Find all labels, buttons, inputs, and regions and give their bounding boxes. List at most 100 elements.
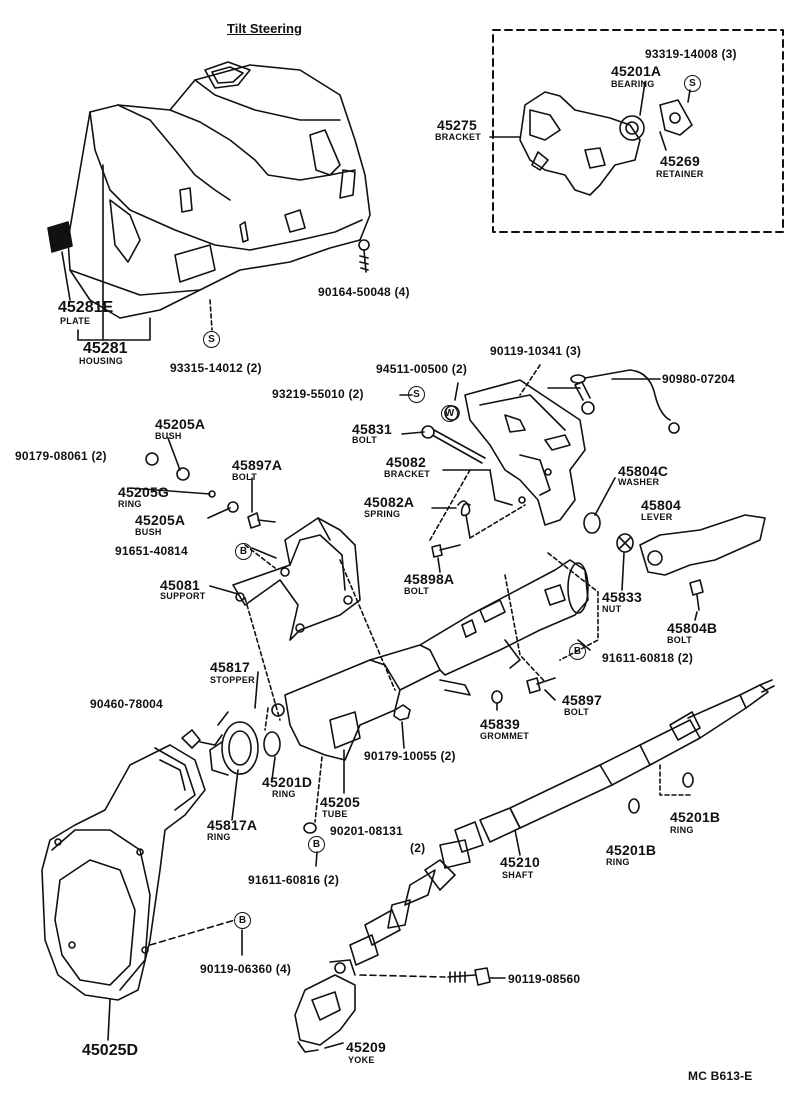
part-45201B: 45201B (670, 809, 721, 825)
part-91611-60818: 91611-60818 (2) (602, 651, 694, 665)
part-45201B-2-name: RING (606, 857, 630, 867)
part-45201A-name: BEARING (611, 79, 655, 89)
part-45804C: 45804C (618, 463, 669, 479)
part-94511-00500: 94511-00500 (2) (376, 362, 468, 376)
bush-45205A-drawing (176, 467, 190, 481)
part-90119-08560: 90119-08560 (508, 972, 581, 986)
part-45898A-name: BOLT (404, 586, 430, 596)
part-45205G-name: RING (118, 499, 142, 509)
part-45082A-name: SPRING (364, 509, 401, 519)
symbol-b-91651: B (235, 543, 252, 560)
leader-45831 (401, 431, 425, 435)
part-45201D-name: RING (272, 789, 296, 799)
nut-45833-drawing (616, 533, 634, 553)
part-45081-name: SUPPORT (160, 591, 206, 601)
screw-90119-10341-drawing (574, 381, 595, 415)
clip-90460-drawing (181, 729, 223, 749)
leader-45817 (254, 671, 259, 709)
symbol-s-inset: S (684, 75, 701, 92)
part-45275: 45275 (437, 117, 477, 133)
part-45209: 45209 (346, 1039, 386, 1055)
leader-91611-60818 (577, 639, 591, 651)
leader-45833 (621, 552, 625, 591)
leader-housing-2 (77, 329, 104, 341)
leader-45804C (594, 477, 616, 516)
bolt-45897A-drawing (247, 512, 276, 529)
leader-45210 (514, 829, 521, 856)
part-45210-name: SHAFT (502, 870, 534, 880)
dash-spring (469, 504, 526, 539)
dash-wire (519, 364, 541, 396)
part-45205A-2-name: BUSH (135, 527, 162, 537)
dash-support-4 (429, 469, 471, 541)
part-45804B: 45804B (667, 620, 718, 636)
diagram-code: MC B613-E (688, 1069, 753, 1083)
column-tube-drawing (271, 559, 589, 761)
bolt-45831-drawing (421, 425, 486, 464)
leader-91611-60816 (315, 851, 318, 867)
part-45897: 45897 (562, 692, 602, 708)
symbol-b-91611-60816: B (308, 836, 325, 853)
ring-45201D-drawing (263, 731, 281, 757)
part-45269: 45269 (660, 153, 700, 169)
leader-90179-10055 (401, 721, 405, 749)
bush-45205A2-drawing (227, 501, 239, 513)
nut-90179-10055-drawing (393, 704, 411, 721)
part-45082A: 45082A (364, 494, 415, 510)
inset-box (492, 29, 784, 233)
part-45210: 45210 (500, 854, 540, 870)
part-45833: 45833 (602, 589, 642, 605)
leader-45269 (659, 131, 667, 151)
part-45281: 45281 (83, 340, 128, 357)
part-45209-name: YOKE (348, 1055, 375, 1065)
leader-plate (61, 251, 71, 301)
leader-45898A (437, 557, 441, 573)
leader-45205G (129, 487, 211, 495)
leader-45201D (271, 756, 276, 781)
lever-45804-drawing (639, 514, 766, 576)
dash-ring-45201D (264, 707, 269, 731)
part-45817A-name: RING (207, 832, 231, 842)
dash-yoke-bolt (359, 974, 446, 978)
leader-45209 (324, 1042, 344, 1049)
part-91651-40814: 91651-40814 (115, 544, 188, 558)
part-90980-07204: 90980-07204 (662, 372, 735, 386)
part-45082: 45082 (386, 454, 426, 470)
bolt-90119-08560-drawing (447, 967, 491, 986)
bracket-assembly-drawing (519, 91, 693, 196)
shaft-45210-drawing (349, 679, 775, 966)
diagram-title: Tilt Steering (227, 21, 302, 36)
washer-45804C-drawing (583, 512, 601, 534)
part-90201-08131: 90201-08131 (330, 824, 403, 838)
dash-rings-45201B (659, 764, 691, 796)
part-45831-name: BOLT (352, 435, 378, 445)
part-45201D: 45201D (262, 774, 313, 790)
part-45831: 45831 (352, 421, 392, 437)
part-45205-name: TUBE (322, 809, 348, 819)
part-90164-50048: 90164-50048 (4) (318, 285, 410, 299)
part-45205A-name: BUSH (155, 431, 182, 441)
part-45804B-name: BOLT (667, 635, 693, 645)
part-90179-08061: 90179-08061 (2) (15, 449, 107, 463)
part-45082-name: BRACKET (384, 469, 431, 479)
leader-45205A2 (207, 507, 231, 519)
symbol-w: W (441, 405, 458, 422)
part-93315-14012: 93315-14012 (2) (170, 361, 262, 375)
part-90201-08131-qty: (2) (410, 841, 426, 855)
part-45817A: 45817A (207, 817, 258, 833)
leader-s-inset (687, 89, 691, 103)
leader-45081 (209, 585, 239, 595)
part-90179-10055: 90179-10055 (2) (364, 749, 456, 763)
screw-90164-drawing (358, 239, 370, 273)
nut-90179-08061-drawing (145, 452, 159, 466)
part-45898A: 45898A (404, 571, 455, 587)
part-45269-name: RETAINER (656, 169, 704, 179)
leader-45025D (107, 999, 111, 1041)
part-45897A-name: BOLT (232, 472, 258, 482)
part-90460-78004: 90460-78004 (90, 697, 163, 711)
part-45804: 45804 (641, 497, 681, 513)
part-45025D: 45025D (82, 1042, 139, 1059)
part-45081: 45081 (160, 577, 200, 593)
part-45275-name: BRACKET (435, 132, 482, 142)
symbol-s-93219: S (408, 386, 425, 403)
